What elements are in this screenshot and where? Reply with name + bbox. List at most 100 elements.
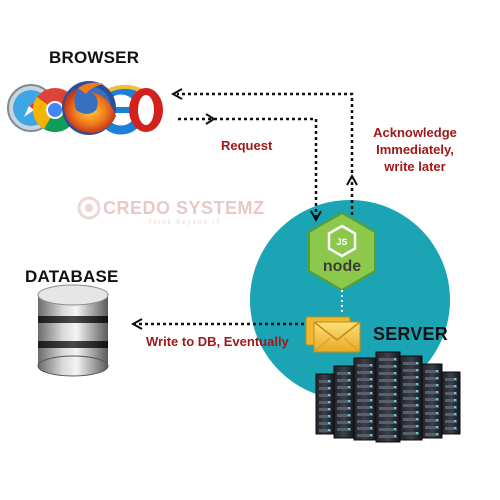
server-rack-led (454, 420, 456, 422)
opera-icon (129, 88, 163, 132)
server-rack-slot (425, 419, 439, 422)
server-rack-slot (379, 379, 397, 382)
server-rack-led (348, 393, 350, 395)
server-rack-led (416, 404, 418, 406)
server-rack-led (416, 432, 418, 434)
server-rack-slot (403, 376, 419, 379)
acknowledge-label-line-1: Acknowledge (373, 125, 457, 140)
server-rack-led (394, 414, 396, 416)
server-rack-led (416, 418, 418, 420)
server-rack-slot (445, 406, 457, 409)
server-rack-led (328, 408, 330, 410)
server-rack-slot (445, 385, 457, 388)
server-rack-slot (337, 379, 351, 382)
server-rack-led (370, 385, 372, 387)
server-rack-led (454, 406, 456, 408)
server-rack-led (328, 401, 330, 403)
watermark-logo-icon (77, 196, 101, 220)
server-rack-slot (357, 406, 373, 409)
server-rack-led (416, 411, 418, 413)
server-rack-led (348, 407, 350, 409)
server-rack-slot (337, 386, 351, 389)
server-rack-led (394, 365, 396, 367)
server-rack-slot (445, 413, 457, 416)
database-title: DATABASE (25, 267, 119, 286)
server-rack-slot (379, 421, 397, 424)
server-rack-slot (357, 427, 373, 430)
server-rack-slot (403, 397, 419, 400)
server-rack-slot (337, 428, 351, 431)
server-rack-slot (403, 411, 419, 414)
server-rack-led (370, 378, 372, 380)
server-rack-led (436, 398, 438, 400)
server-rack-led (416, 369, 418, 371)
server-rack-slot (403, 425, 419, 428)
message-queue-icon (305, 316, 361, 353)
server-rack-led (436, 384, 438, 386)
database-icon (37, 284, 109, 377)
server-rack-slot (357, 378, 373, 381)
server-rack-led (370, 420, 372, 422)
server-rack-led (370, 371, 372, 373)
server-rack-slot (403, 362, 419, 365)
server-rack-led (416, 390, 418, 392)
server-rack-led (328, 415, 330, 417)
server-rack-led (394, 393, 396, 395)
server-rack-slot (379, 435, 397, 438)
server-rack-icon (315, 351, 461, 443)
server-rack-slot (319, 422, 331, 425)
server-rack-slot (403, 383, 419, 386)
server-rack-led (454, 399, 456, 401)
server-rack-slot (379, 407, 397, 410)
server-rack-slot (403, 418, 419, 421)
server-rack-slot (425, 433, 439, 436)
server-rack-slot (379, 365, 397, 368)
acknowledge-arrow-head-2 (170, 88, 183, 100)
server-rack-slot (319, 387, 331, 390)
server-rack-led (394, 400, 396, 402)
server-rack-led (394, 407, 396, 409)
server-rack-slot (425, 405, 439, 408)
server-rack-slot (425, 426, 439, 429)
node-logo-text: node (323, 258, 361, 275)
server-rack-slot (357, 420, 373, 423)
server-rack-led (394, 386, 396, 388)
server-rack-led (348, 421, 350, 423)
server-rack-slot (319, 415, 331, 418)
server-rack-slot (357, 392, 373, 395)
server-rack-slot (337, 407, 351, 410)
server-rack-led (394, 358, 396, 360)
server-rack-led (348, 386, 350, 388)
acknowledge-label-line-2: Immediately, (376, 142, 454, 157)
server-rack-led (348, 414, 350, 416)
server-rack-led (370, 399, 372, 401)
browser-title: BROWSER (49, 48, 140, 67)
server-rack-slot (425, 398, 439, 401)
server-rack-slot (319, 408, 331, 411)
server-rack-led (348, 400, 350, 402)
server-rack-slot (357, 399, 373, 402)
server-rack-slot (403, 369, 419, 372)
server-rack-slot (357, 371, 373, 374)
server-rack-slot (319, 380, 331, 383)
server-rack-led (348, 372, 350, 374)
server-rack-led (394, 379, 396, 381)
server-rack-led (328, 394, 330, 396)
server-rack-slot (403, 432, 419, 435)
server-rack-slot (379, 414, 397, 417)
server-rack-led (416, 425, 418, 427)
node-badge-text: JS (336, 237, 347, 247)
browser-icons (7, 81, 163, 135)
server-rack-slot (445, 399, 457, 402)
server-rack-led (328, 380, 330, 382)
server-rack-led (328, 429, 330, 431)
server-rack-led (370, 364, 372, 366)
server-rack-led (436, 370, 438, 372)
server-rack-led (394, 421, 396, 423)
server-rack-led (454, 385, 456, 387)
server-rack-led (370, 392, 372, 394)
server-rack-slot (319, 394, 331, 397)
server-rack-led (436, 419, 438, 421)
